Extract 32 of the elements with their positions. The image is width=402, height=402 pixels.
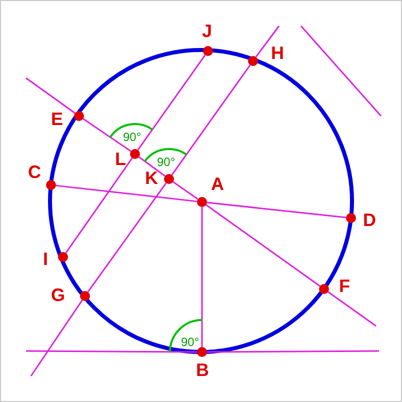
point-label: E: [51, 110, 64, 128]
line: [328, 291, 376, 327]
line: [82, 118, 132, 152]
line: [255, 26, 280, 58]
line: [87, 182, 167, 292]
line: [207, 350, 379, 353]
point-label: L: [115, 150, 126, 168]
point-label: B: [196, 361, 209, 379]
angle-label: 90°: [157, 156, 176, 168]
line: [56, 184, 198, 202]
line: [172, 181, 198, 200]
point-label: D: [363, 211, 376, 229]
line: [171, 64, 251, 176]
line: [26, 77, 76, 114]
line: [138, 156, 166, 177]
line: [206, 204, 320, 287]
point-label: K: [145, 169, 158, 187]
point-label: I: [43, 250, 48, 268]
line: [206, 202, 346, 218]
point-label: J: [202, 22, 212, 40]
point-label: F: [339, 277, 350, 295]
line: [26, 350, 197, 353]
angle-label: 90°: [123, 131, 142, 143]
line: [30, 300, 83, 376]
point-label: A: [211, 175, 224, 193]
point-label: C: [28, 163, 41, 181]
line: [65, 158, 133, 254]
angle-label: 90°: [181, 336, 200, 348]
point-label: G: [51, 286, 66, 304]
line: [201, 207, 203, 347]
point-label: H: [271, 44, 284, 62]
line: [137, 54, 206, 150]
